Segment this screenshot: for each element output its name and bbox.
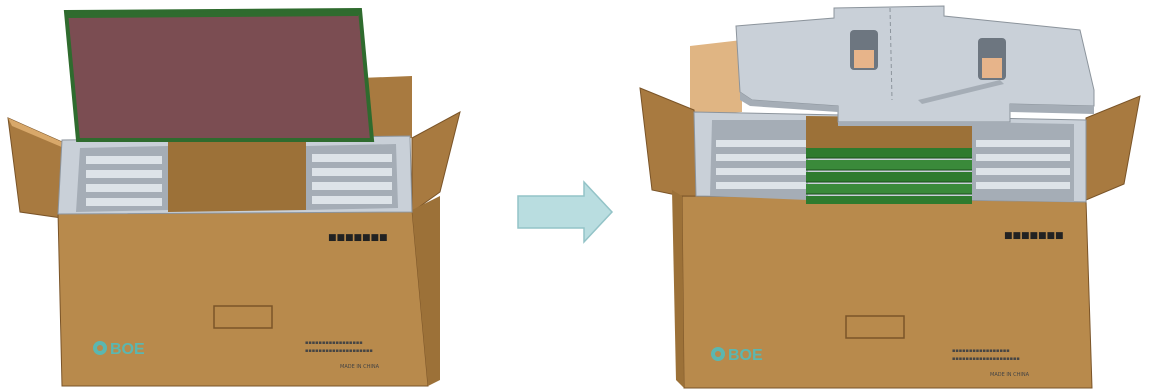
right-side-flap-right [1086,96,1140,200]
right-brand-text: BOE [728,347,763,364]
right-box-side-left [672,190,684,388]
right-back-flap [690,40,742,116]
right-text-line-1: ▪▪▪▪▪▪▪▪▪▪▪▪▪▪▪▪▪ [952,348,1010,354]
left-center-divider [168,140,306,212]
right-made-in: MADE IN CHINA [990,372,1030,378]
right-open-box: ■■■■■■■ BOE ▪▪▪▪▪▪▪▪▪▪▪▪▪▪▪▪▪ ▪▪▪▪▪▪▪▪▪▪… [640,6,1140,388]
left-text-line-1: ▪▪▪▪▪▪▪▪▪▪▪▪▪▪▪▪▪ [305,340,363,346]
right-arrow-icon [518,182,612,242]
left-box-top-label: ■■■■■■■ [328,233,388,243]
left-text-line-2: ▪▪▪▪▪▪▪▪▪▪▪▪▪▪▪▪▪▪▪▪ [305,348,373,354]
left-brand-text: BOE [110,341,145,358]
left-side-flap-right [412,112,460,212]
right-box-top-label: ■■■■■■■ [1004,231,1064,241]
left-display-panel [66,10,372,140]
right-text-line-2: ▪▪▪▪▪▪▪▪▪▪▪▪▪▪▪▪▪▪▪▪ [952,356,1020,362]
left-made-in: MADE IN CHINA [340,364,380,370]
right-foam-top-cover [736,6,1094,126]
left-open-box: ■■■■■■■ BOE ▪▪▪▪▪▪▪▪▪▪▪▪▪▪▪▪▪ ▪▪▪▪▪▪▪▪▪▪… [8,10,460,386]
